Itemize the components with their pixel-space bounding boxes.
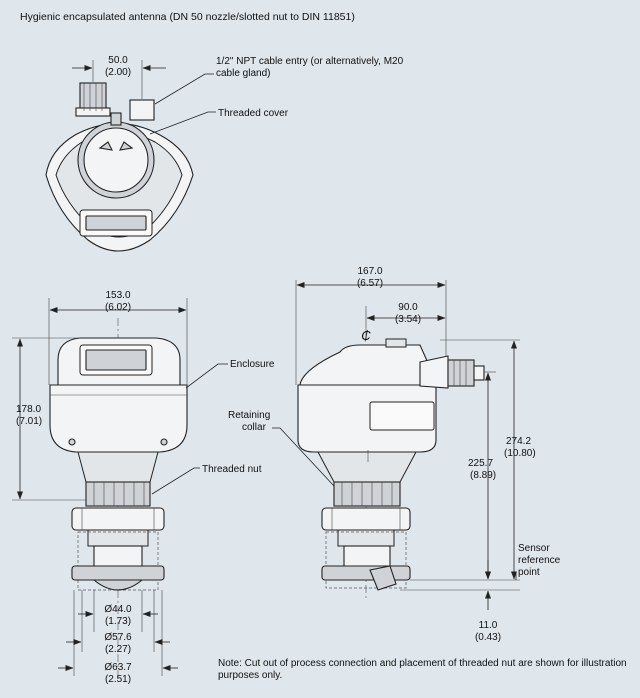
- side-width-in: (6.57): [357, 278, 383, 289]
- note-line-2: purposes only.: [218, 670, 282, 681]
- side-height-225-mm: 225.7: [468, 458, 493, 469]
- front-height-mm: 178.0: [16, 404, 41, 415]
- side-height-225-in: (8.89): [470, 470, 496, 481]
- side-height-274-in: (10.80): [504, 448, 536, 459]
- front-view: 153.0 (6.02) 178.0 (7.01) Enclosure Thre…: [12, 290, 275, 685]
- drawing-title: Hygienic encapsulated antenna (DN 50 noz…: [20, 11, 355, 23]
- side-width-mm: 167.0: [357, 266, 382, 277]
- top-view: 50.0 (2.00) 1/2" NPT cable entry (or alt…: [45, 55, 404, 252]
- front-height-in: (7.01): [16, 416, 42, 427]
- callout-threaded-cover: Threaded cover: [218, 108, 289, 119]
- callout-enclosure: Enclosure: [230, 359, 275, 370]
- side-view: 167.0 (6.57) 90.0 (3.54) ₵ Retaining col…: [228, 266, 561, 643]
- callout-cable-entry-2: cable gland): [216, 68, 270, 79]
- callout-sensor-3: point: [518, 567, 540, 578]
- dia-63-in: (2.51): [105, 674, 131, 685]
- side-half-width-in: (3.54): [395, 314, 421, 325]
- side-height-274-mm: 274.2: [506, 436, 531, 447]
- front-width-mm: 153.0: [105, 290, 130, 301]
- callout-retaining-collar-1: Retaining: [228, 410, 270, 421]
- dia-44-mm: Ø44.0: [104, 604, 132, 615]
- dia-57-mm: Ø57.6: [104, 632, 132, 643]
- note-line-1: Note: Cut out of process connection and …: [218, 658, 627, 669]
- side-bottom-in: (0.43): [475, 632, 501, 643]
- callout-cable-entry-1: 1/2" NPT cable entry (or alternatively, …: [216, 56, 404, 67]
- top-width-mm: 50.0: [108, 55, 128, 66]
- callout-sensor-1: Sensor: [518, 543, 550, 554]
- dia-57-in: (2.27): [105, 644, 131, 655]
- centerline-symbol: ₵: [361, 328, 371, 343]
- front-width-in: (6.02): [105, 302, 131, 313]
- callout-sensor-2: reference: [518, 555, 561, 566]
- top-width-in: (2.00): [105, 67, 131, 78]
- side-bottom-mm: 11.0: [479, 620, 498, 631]
- side-half-width-mm: 90.0: [398, 302, 418, 313]
- callout-retaining-collar-2: collar: [242, 422, 267, 433]
- callout-threaded-nut: Threaded nut: [202, 464, 262, 475]
- dia-44-in: (1.73): [105, 616, 131, 627]
- dia-63-mm: Ø63.7: [104, 662, 132, 673]
